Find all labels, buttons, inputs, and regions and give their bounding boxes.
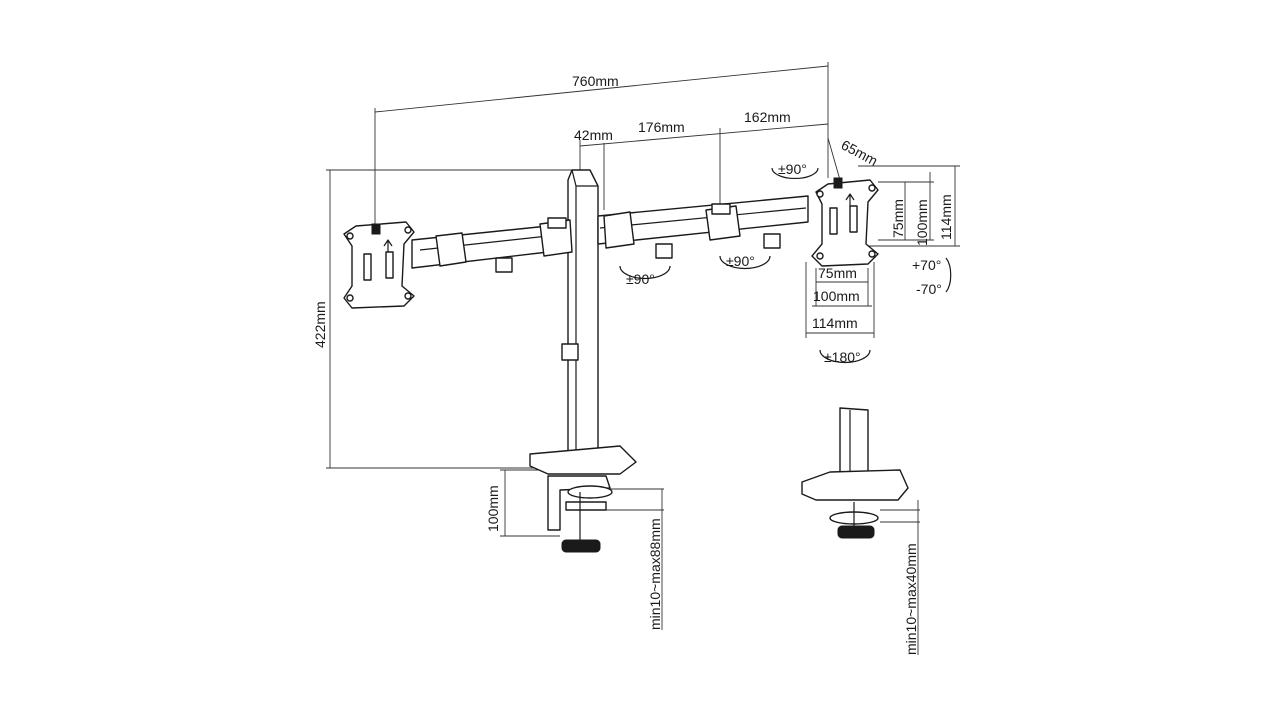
- dim-pole-offset: 42mm: [574, 127, 613, 143]
- dim-arm-segment-1: 176mm: [638, 119, 685, 135]
- rotation-head-swivel: ±90°: [778, 161, 807, 177]
- rotation-180: ±180°: [824, 349, 861, 365]
- dim-arm-segment-2: 162mm: [744, 109, 791, 125]
- dim-clamp-height: 100mm: [485, 485, 501, 532]
- dim-vesa-w-114: 114mm: [812, 315, 858, 331]
- pole: [561, 169, 599, 457]
- rotation-arm-swivel-2: ±90°: [726, 253, 755, 269]
- rotation-indicators: ±90° ±90° ±90° +70° -70° ±180°: [619, 161, 952, 365]
- dimension-lines: 760mm 42mm 176mm 162mm 65mm 422mm 75mm 1…: [312, 62, 960, 655]
- rotation-arm-swivel-1: ±90°: [626, 271, 655, 287]
- dim-grommet-range: min10~max40mm: [903, 543, 919, 655]
- dim-vesa-h-114: 114mm: [938, 194, 954, 240]
- right-vesa-plate: [811, 177, 879, 267]
- right-arm: [597, 195, 809, 259]
- dim-height: 422mm: [312, 301, 328, 348]
- dim-total-width: 760mm: [572, 73, 619, 89]
- rotation-tilt-up: +70°: [912, 257, 941, 273]
- dim-vesa-h-75: 75mm: [890, 199, 906, 238]
- dim-vesa-w-100: 100mm: [813, 288, 860, 304]
- rotation-tilt-down: -70°: [916, 281, 942, 297]
- desk-clamp: [529, 445, 637, 553]
- left-arm: [411, 217, 573, 273]
- left-vesa-plate: [343, 221, 415, 309]
- dim-clamp-range: min10~max88mm: [647, 518, 663, 630]
- grommet-mount: [801, 407, 909, 539]
- dim-vesa-w-75: 75mm: [818, 265, 857, 281]
- dim-vesa-h-100: 100mm: [914, 199, 930, 246]
- dim-vesa-offset: 65mm: [839, 137, 881, 169]
